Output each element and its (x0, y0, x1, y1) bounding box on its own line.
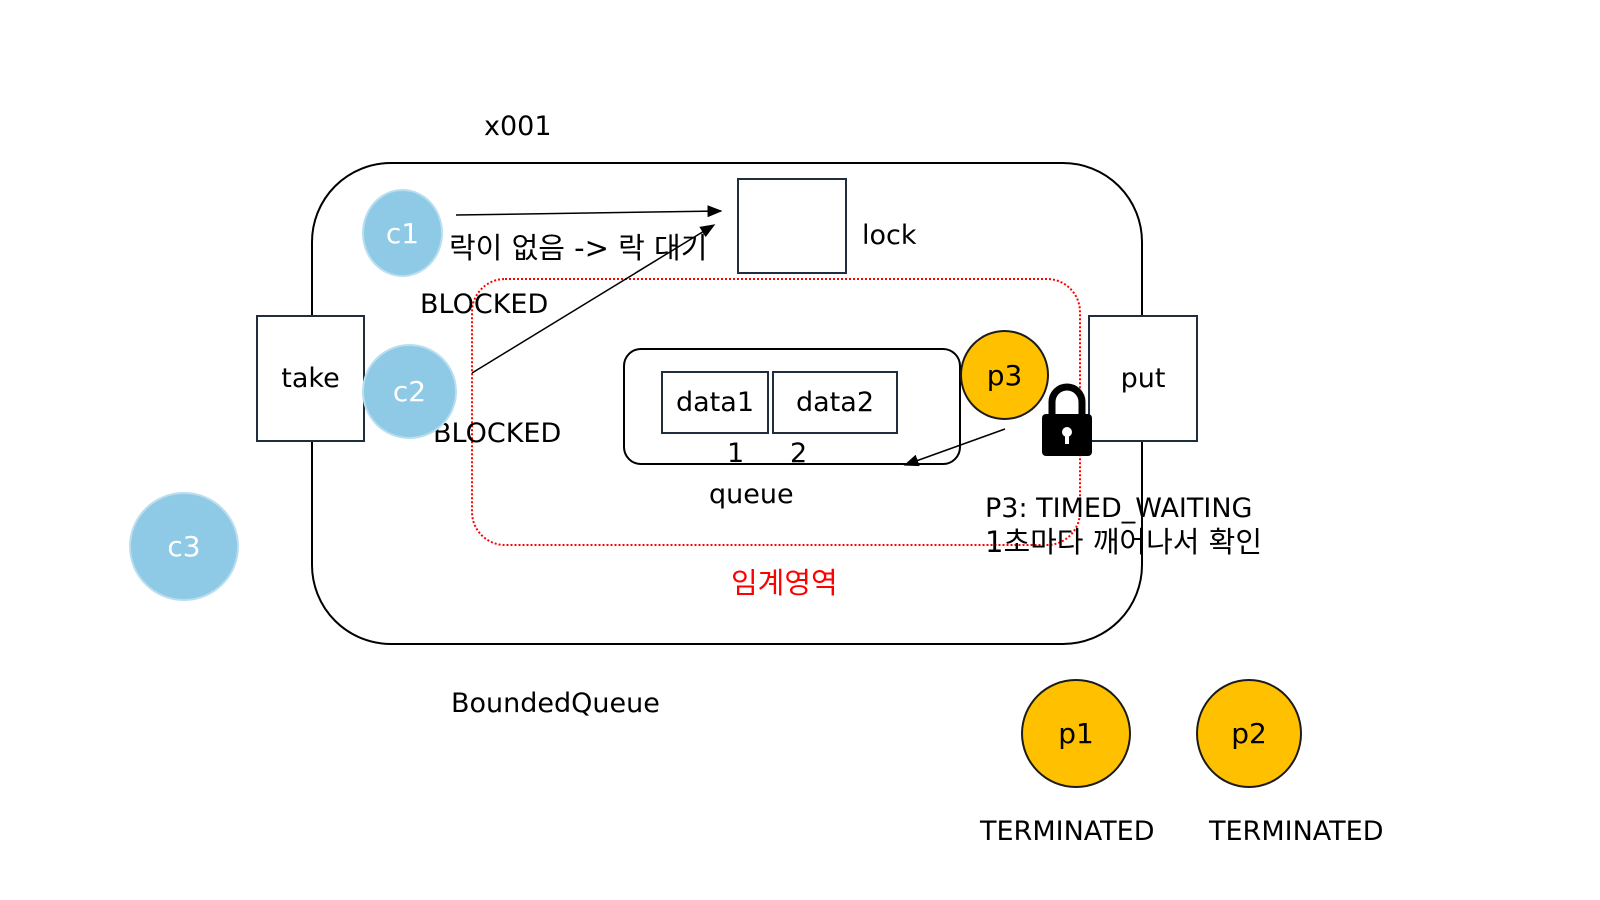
p3-state-label: P3: TIMED_WAITING (985, 493, 1253, 524)
put-method-label: put (1120, 363, 1166, 394)
c2-to-lock-arrow (471, 224, 716, 374)
c1-state-label: BLOCKED (420, 289, 549, 320)
p2-state-label: TERMINATED (1209, 816, 1384, 847)
queue-label: queue (709, 479, 794, 510)
lock-label: lock (862, 220, 917, 251)
p3-state-note: 1초마다 깨어나서 확인 (985, 525, 1263, 559)
class-name-label: BoundedQueue (451, 688, 660, 719)
put-method-box: put (1088, 315, 1198, 442)
critical-section-label: 임계영역 (731, 566, 838, 600)
c2-label: c2 (392, 375, 427, 408)
take-method-label: take (281, 363, 340, 394)
queue-slot-1: data1 (661, 371, 769, 434)
producer-thread-p1: p1 (1021, 679, 1131, 788)
queue-container (623, 348, 961, 465)
c2-state-label: BLOCKED (433, 418, 562, 449)
queue-slot-2: data2 (772, 371, 898, 434)
padlock-icon (1042, 383, 1092, 456)
p1-state-label: TERMINATED (980, 816, 1155, 847)
queue-slot-1-value: data1 (676, 387, 754, 418)
object-id-label: x001 (484, 111, 552, 142)
producer-thread-p3: p3 (960, 330, 1049, 420)
p3-to-queue-arrow (903, 428, 1006, 467)
lock-box (737, 178, 847, 274)
p1-label: p1 (1058, 717, 1094, 750)
p2-label: p2 (1231, 717, 1267, 750)
no-lock-annotation: 락이 없음 -> 락 대기 (449, 231, 708, 265)
c3-label: c3 (167, 530, 201, 563)
p3-label: p3 (986, 358, 1023, 392)
consumer-thread-c1: c1 (362, 189, 443, 277)
consumer-thread-c2: c2 (362, 344, 457, 439)
queue-index-2: 2 (790, 438, 808, 469)
queue-index-1: 1 (727, 438, 745, 469)
producer-thread-p2: p2 (1196, 679, 1302, 788)
consumer-thread-c3: c3 (129, 492, 239, 601)
c1-label: c1 (385, 216, 420, 250)
c1-to-lock-arrow (455, 205, 723, 218)
queue-slot-2-value: data2 (796, 387, 874, 418)
